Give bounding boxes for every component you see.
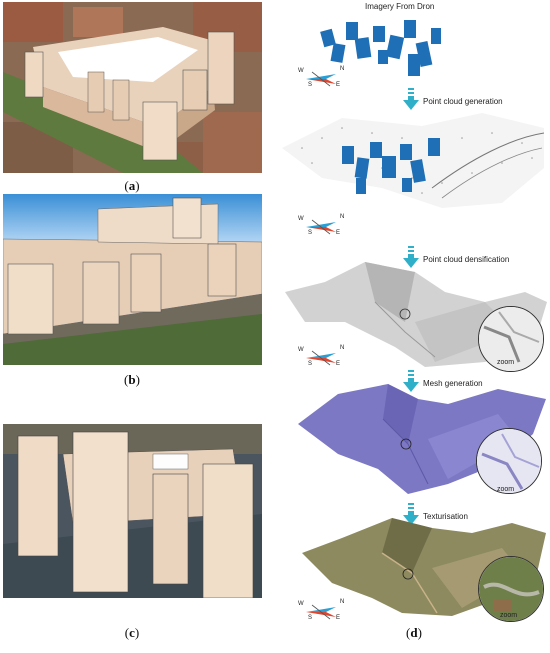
arrow-down-4 (403, 503, 419, 525)
caption-b: (b) (124, 372, 140, 387)
camera-cluster-top (320, 20, 441, 76)
step-point-cloud-densification: Point cloud densification (423, 255, 510, 264)
panel-b-image (3, 194, 262, 365)
compass-1: W N S E (298, 66, 345, 88)
zoom-label-1: zoom (497, 359, 515, 366)
arrow-down-3 (403, 370, 419, 392)
compass-2: W N S E (298, 214, 345, 236)
zoom-circle-densification (478, 306, 544, 372)
step-mesh-generation: Mesh generation (423, 379, 483, 388)
arrow-down-2 (403, 246, 419, 268)
step-texturisation: Texturisation (423, 512, 468, 521)
point-cloud-image (282, 113, 544, 208)
caption-d: (d) (406, 625, 422, 640)
arrow-down-1 (403, 88, 419, 110)
imagery-label: Imagery From Dron (365, 2, 435, 11)
caption-a: (a) (124, 178, 140, 193)
compass-3: W N S E (298, 345, 345, 367)
panel-c-image (3, 424, 262, 598)
zoom-circle-texture (478, 556, 544, 622)
step-point-cloud-generation: Point cloud generation (423, 97, 503, 106)
zoom-label-2: zoom (497, 486, 515, 493)
panel-a-image (3, 2, 262, 173)
zoom-circle-mesh (476, 428, 542, 494)
caption-c: (c) (124, 625, 140, 640)
compass-4: W N S E (298, 599, 345, 621)
zoom-label-3: zoom (500, 612, 518, 619)
